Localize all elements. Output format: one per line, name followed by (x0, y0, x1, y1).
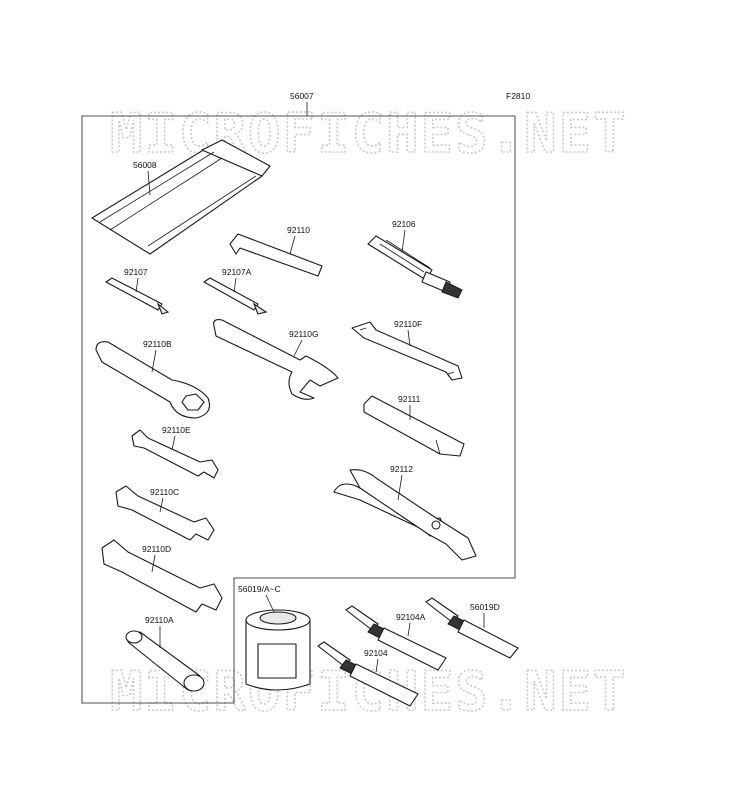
tube-b (317, 641, 419, 707)
leader-pliers (397, 474, 403, 501)
spanner-f (351, 321, 463, 381)
label-wrench-g: 92110G (289, 329, 319, 339)
wrench-c (115, 485, 215, 541)
label-bit-phillips: 92107A (222, 267, 252, 277)
diagram-code: F2810 (506, 91, 530, 101)
label-ring-wrench-b: 92110B (143, 339, 172, 349)
bit-phillips (203, 277, 268, 315)
leader-bag (147, 170, 151, 196)
label-pliers: 92112 (390, 464, 413, 474)
label-wrench-c: 92110C (150, 487, 179, 497)
leader-tube-b (375, 658, 379, 673)
label-bit-flat: 92107 (124, 267, 148, 277)
tube-d (425, 597, 519, 659)
pliers (333, 469, 477, 561)
bar-92111 (363, 395, 465, 457)
label-box-wrench-a: 92110A (145, 615, 174, 625)
leader-wrench-e (171, 435, 176, 451)
leader-bit-phillips (233, 277, 237, 293)
leader-bit-flat (135, 277, 139, 293)
label-wrench-d: 92110D (142, 544, 171, 554)
leader-tube-a (407, 622, 411, 637)
label-bag: 56008 (133, 160, 157, 170)
box-wrench-a (125, 630, 205, 692)
hex-key (229, 233, 323, 277)
watermark-top: MICROFICHES.NET (110, 102, 628, 165)
wrench-g (213, 319, 339, 400)
label-spanner-f: 92110F (394, 319, 422, 329)
wrench-d (101, 539, 223, 613)
leader-ring-wrench-b (151, 349, 157, 373)
label-bar-92111: 92111 (398, 394, 421, 404)
label-screwdriver-handle: 92106 (392, 219, 416, 229)
leader-wrench-g (293, 339, 303, 357)
leader-wrench-c (159, 497, 164, 513)
oil-can (245, 609, 311, 691)
label-kit: 56007 (290, 91, 314, 101)
label-wrench-e: 92110E (162, 425, 191, 435)
wrench-e (131, 429, 219, 479)
label-oil-can: 56019/A~C (238, 584, 281, 594)
label-tube-b: 92104 (364, 648, 388, 658)
kit-frame (81, 115, 516, 704)
bit-flat (105, 277, 170, 315)
label-hex-key: 92110 (287, 225, 310, 235)
ring-wrench-b (95, 341, 211, 419)
leader-hex-key (289, 235, 296, 255)
leader-screwdriver-handle (401, 229, 406, 253)
leader-spanner-f (407, 329, 411, 347)
leader-wrench-d (151, 554, 156, 573)
tool-bag (91, 139, 271, 255)
leader-oil-can (265, 594, 275, 613)
tube-a (345, 605, 447, 671)
label-tube-a: 92104A (396, 612, 426, 622)
label-tube-d: 56019D (470, 602, 500, 612)
screwdriver-handle (367, 235, 463, 299)
